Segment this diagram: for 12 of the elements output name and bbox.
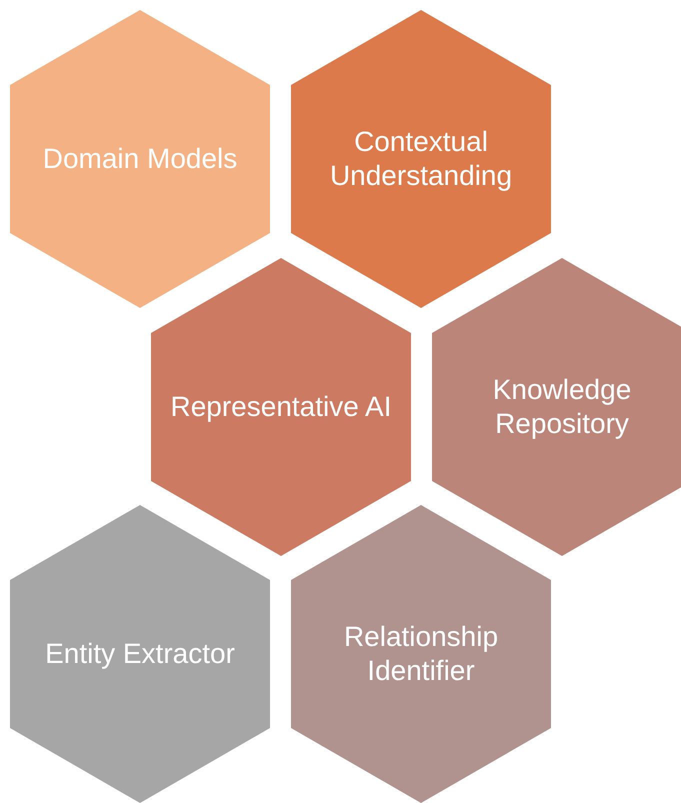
hexagon-tile — [291, 10, 551, 308]
hexagon-label: Knowledge Repository — [492, 373, 632, 441]
hexagon-tile — [432, 258, 681, 556]
hexagon-label: Relationship Identifier — [342, 620, 500, 688]
hexagon-tile — [151, 258, 411, 556]
hexagon-tile — [10, 505, 270, 803]
hexagon-tile — [10, 10, 270, 308]
hexagon-label: Contextual Understanding — [328, 125, 514, 193]
hexagon-label: Domain Models — [42, 142, 238, 176]
hexagon-label: Representative AI — [169, 390, 393, 424]
hexagon-tile — [291, 505, 551, 803]
hexagon-label: Entity Extractor — [44, 637, 236, 671]
